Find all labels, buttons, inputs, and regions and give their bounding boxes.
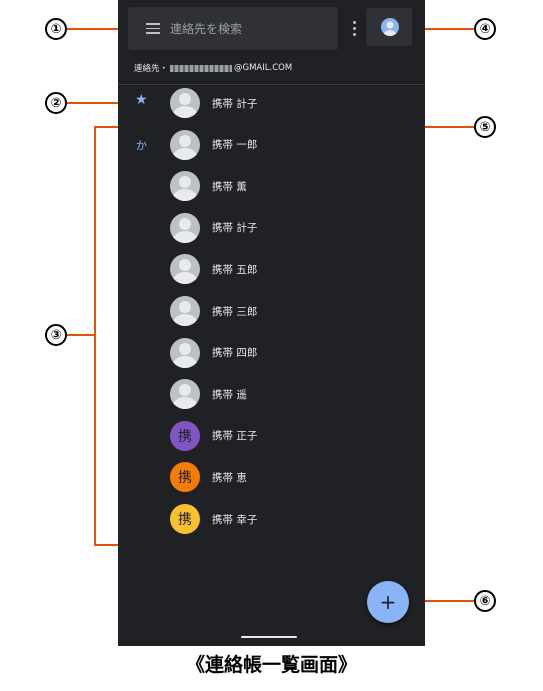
account-suffix: @GMAIL.COM	[234, 63, 293, 73]
contact-row[interactable]: 携携帯 恵	[170, 461, 410, 493]
account-switcher-button[interactable]	[366, 8, 412, 46]
contact-letter-avatar: 携	[170, 504, 200, 534]
contact-row[interactable]: 携携帯 幸子	[170, 503, 410, 535]
callout-6: ⑥	[474, 590, 496, 612]
contact-name: 携帯 正子	[212, 430, 258, 443]
search-bar[interactable]: 連絡先を検索	[128, 7, 338, 50]
contact-name: 携帯 薫	[212, 180, 247, 193]
contact-name: 携帯 五郎	[212, 263, 258, 276]
contact-row[interactable]: 携帯 三郎	[170, 295, 410, 327]
contact-name: 携帯 計子	[212, 222, 258, 235]
contact-photo-avatar	[170, 379, 200, 410]
bracket-3	[94, 126, 118, 546]
contacts-screen: 連絡先を検索 連絡先・ @GMAIL.COM ★ か 携帯 計子携帯 一郎携帯 …	[118, 0, 425, 646]
contact-name: 携帯 遥	[212, 388, 247, 401]
account-prefix: 連絡先・	[134, 64, 169, 74]
contact-name: 携帯 三郎	[212, 305, 258, 318]
callout-4: ④	[474, 18, 496, 40]
divider	[118, 84, 425, 85]
search-input[interactable]: 連絡先を検索	[170, 22, 243, 36]
contact-photo-avatar	[170, 337, 200, 368]
caption: 《連絡帳一覧画面》	[185, 654, 357, 676]
masked-email	[170, 64, 233, 72]
contact-row[interactable]: 携帯 計子	[170, 87, 410, 119]
contact-photo-avatar	[170, 254, 200, 285]
contact-row[interactable]: 携帯 薫	[170, 170, 410, 202]
contact-name: 携帯 計子	[212, 97, 258, 110]
callout-1: ①	[45, 18, 67, 40]
contact-row[interactable]: 携携帯 正子	[170, 420, 410, 452]
contact-name: 携帯 四郎	[212, 347, 258, 360]
contact-letter-avatar: 携	[170, 462, 200, 493]
contact-row[interactable]: 携帯 四郎	[170, 337, 410, 369]
navigation-handle[interactable]	[241, 636, 297, 638]
contact-photo-avatar	[170, 212, 200, 243]
profile-avatar-icon	[381, 18, 399, 36]
menu-icon[interactable]	[146, 20, 160, 37]
callout-5: ⑤	[474, 116, 496, 138]
star-icon: ★	[135, 92, 148, 108]
add-contact-button[interactable]: +	[367, 581, 409, 623]
contact-row[interactable]: 携帯 五郎	[170, 253, 410, 285]
contact-name: 携帯 幸子	[212, 513, 258, 526]
callout-2: ②	[45, 92, 67, 114]
contact-photo-avatar	[170, 296, 200, 326]
callout-3: ③	[45, 324, 67, 346]
contact-name: 携帯 恵	[212, 471, 247, 484]
contact-photo-avatar	[170, 171, 200, 202]
section-letter: か	[136, 139, 147, 152]
more-options-icon[interactable]	[346, 14, 362, 42]
contact-letter-avatar: 携	[170, 420, 200, 451]
contact-row[interactable]: 携帯 一郎	[170, 129, 410, 161]
contact-row[interactable]: 携帯 計子	[170, 212, 410, 244]
account-line: 連絡先・ @GMAIL.COM	[134, 62, 292, 74]
contact-name: 携帯 一郎	[212, 139, 258, 152]
contact-row[interactable]: 携帯 遥	[170, 378, 410, 410]
contact-photo-avatar	[170, 88, 200, 118]
contact-photo-avatar	[170, 129, 200, 160]
